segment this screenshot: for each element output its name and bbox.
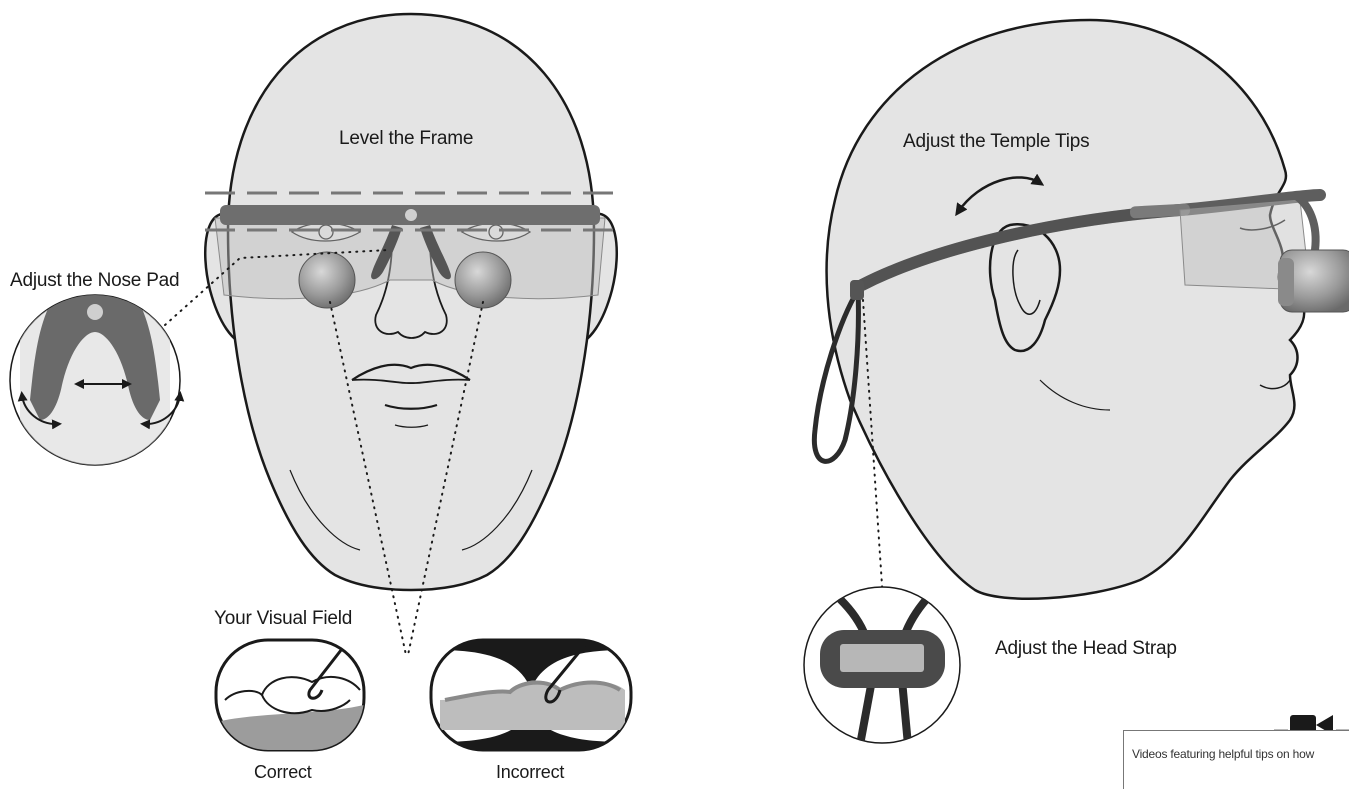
front-head-outline bbox=[228, 14, 594, 590]
head-strap-detail-circle bbox=[804, 587, 960, 745]
temple-tips-label: Adjust the Temple Tips bbox=[903, 131, 1089, 153]
front-head-illustration bbox=[205, 14, 617, 590]
visual-field-label: Your Visual Field bbox=[214, 608, 352, 630]
left-loupe bbox=[299, 252, 355, 308]
video-tips-note[interactable]: Videos featuring helpful tips on how bbox=[1123, 730, 1349, 789]
incorrect-label: Incorrect bbox=[496, 762, 564, 783]
nose-pad-detail-circle bbox=[10, 295, 180, 480]
right-loupe bbox=[455, 252, 511, 308]
correct-label: Correct bbox=[254, 762, 312, 783]
incorrect-visual-field bbox=[431, 640, 631, 750]
side-head-outline bbox=[827, 20, 1305, 599]
side-head-illustration bbox=[827, 20, 1305, 599]
level-frame-label: Level the Frame bbox=[339, 128, 473, 150]
correct-visual-field bbox=[216, 640, 364, 750]
video-tips-text: Videos featuring helpful tips on how bbox=[1132, 747, 1314, 761]
nose-pad-label: Adjust the Nose Pad bbox=[10, 270, 179, 292]
head-strap-label: Adjust the Head Strap bbox=[995, 638, 1177, 660]
